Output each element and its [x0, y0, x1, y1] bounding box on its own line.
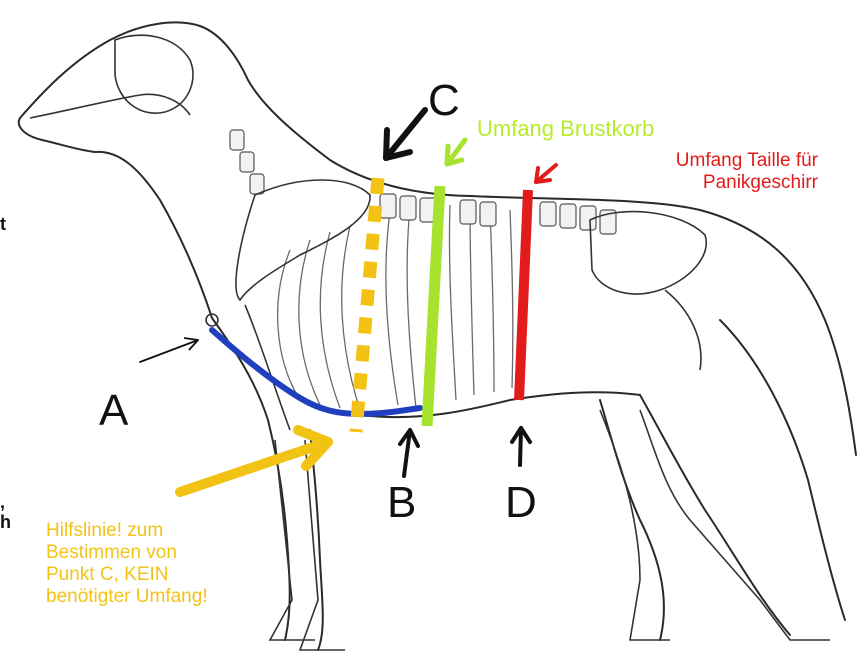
label-b: B: [387, 478, 416, 529]
helper-line: [356, 178, 378, 432]
label-c: C: [428, 76, 460, 127]
waist-girth-note: Umfang Taille für Panikgeschirr: [570, 150, 818, 194]
waist-girth-line: [519, 190, 528, 400]
chest-girth-note: Umfang Brustkorb: [477, 116, 654, 141]
arrow-icon: [520, 428, 521, 465]
pointer-arrows: [140, 110, 556, 492]
helper-line-note: Hilfslinie! zum Bestimmen von Punkt C, K…: [46, 520, 208, 607]
cut-off-text-h: h: [0, 512, 11, 533]
cut-off-text-t: t: [0, 214, 6, 235]
arrow-icon: [140, 340, 198, 362]
spine: [230, 130, 616, 234]
rib-cage: [278, 205, 513, 410]
cut-off-text-comma: ,: [0, 492, 5, 513]
label-d: D: [505, 478, 537, 529]
label-a: A: [99, 386, 128, 437]
